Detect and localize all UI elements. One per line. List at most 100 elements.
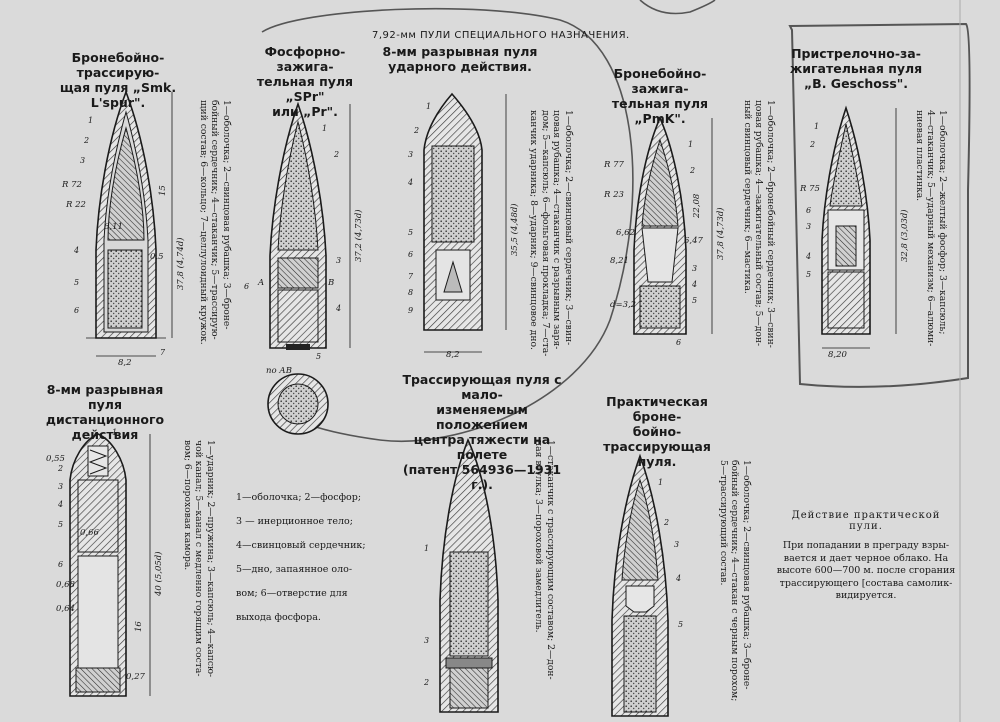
callout-3: 3: [424, 636, 430, 645]
callout-6: 6: [806, 206, 812, 215]
callout-2: 2: [84, 136, 90, 145]
legend-smk-lspur: 1—оболочка; 2—свинцовая рубашка; 3—броне…: [198, 100, 232, 345]
callout-2: 2: [424, 678, 430, 687]
callout-1: 1: [112, 428, 118, 437]
callout-2: 2: [58, 464, 64, 473]
dim-length: 37,8 (4,73d): [716, 207, 726, 260]
note-title: Действие практической пули.: [791, 510, 941, 532]
dim-e: 0,55: [46, 454, 65, 464]
callout-1: 1: [322, 124, 328, 133]
dim-length: 37,2 (4,73d): [354, 209, 364, 262]
bullet-distance-explosive: [69, 433, 151, 697]
dim-diameter: 8,2: [446, 350, 460, 360]
legend-tracer-patent: 1—стаканчик с трассирующим составом; 2—д…: [533, 440, 557, 680]
callout-4: 4: [58, 500, 64, 509]
callout-3: 3: [674, 540, 680, 549]
callout-6: 6: [58, 560, 64, 569]
dim-section: по АВ: [266, 366, 292, 376]
callout-3: 3: [80, 156, 86, 165]
title-b-geschoss: Пристрелочно-за- жигательная пуля „B. Ge…: [789, 46, 923, 91]
callout-4: 4: [74, 246, 80, 255]
pencil-curve: [261, 7, 634, 442]
dim-length: 40 (5,05d): [154, 551, 164, 596]
bullet-smk-lspur: [86, 89, 173, 357]
bullet-tracer-patent: [439, 437, 499, 713]
callout-1: 1: [424, 544, 430, 553]
title-pmk: Бронебойно-зажига- тельная пуля „PmK".: [611, 66, 709, 126]
title-smk-lspur: Бронебойно-трассирую- щая пуля „Smk. L's…: [59, 50, 177, 110]
legend-practical-ap-tracer: 1—оболочка; 2—свинцовая рубашка; 3—броне…: [718, 460, 752, 702]
dim-b: 6,11: [104, 222, 123, 232]
callout-4: 4: [676, 574, 682, 583]
bullet-impact-explosive: [423, 92, 507, 353]
callout-5: 5: [806, 270, 812, 279]
note-body: При попадании в преграду взры- вается и …: [776, 540, 956, 601]
callout-9: 9: [408, 306, 414, 315]
dim-length: 32,8 (3,03d): [900, 209, 910, 262]
callout-3: 3: [692, 264, 698, 273]
callout-7: 7: [160, 348, 166, 357]
callout-6: 6: [244, 282, 250, 291]
legend-impact-explosive: 1—оболочка; 2—свинцовый сердечник; 3—сви…: [528, 110, 575, 357]
dim-b: 6,47: [684, 236, 703, 246]
dim-b: B: [328, 278, 335, 288]
bullet-practical-ap-tracer: [611, 453, 669, 717]
legend-pmk: 1—оболочка; 2—бронебойный сердечник; 3—с…: [742, 100, 776, 348]
pencil-frame: [788, 22, 971, 388]
legend-b-geschoss: 1—оболочка; 2—желтый фосфор; 3—капсюль; …: [914, 110, 948, 347]
title-tracer-patent: Трассирующая пуля с малo- изменяемым пол…: [402, 372, 562, 492]
callout-5: 5: [678, 620, 684, 629]
callout-2: 2: [664, 518, 670, 527]
dim-d: 8,21: [610, 256, 629, 266]
callout-1: 1: [658, 478, 664, 487]
dim-c: 0,5: [150, 252, 164, 262]
callout-1: 1: [688, 140, 694, 149]
dim-a: 22,08: [692, 193, 702, 218]
bullet-pmk: [633, 116, 713, 335]
dim-length: 35,5 (4,48d): [510, 203, 520, 256]
callout-4: 4: [336, 304, 342, 313]
dim-diameter: 8,20: [828, 350, 847, 360]
dim-r1: R 77: [604, 160, 624, 170]
callout-3: 3: [408, 150, 414, 159]
dim-e: d=3,2: [610, 300, 637, 310]
callout-7: 7: [408, 272, 414, 281]
dim-a: 16: [134, 621, 144, 632]
dim-a: 15: [158, 185, 168, 196]
dim-length: 37,8 (4,74d): [176, 237, 186, 290]
callout-2: 2: [334, 150, 340, 159]
dim-r1: R 75: [800, 184, 820, 194]
callout-4: 4: [806, 252, 812, 261]
callout-2: 2: [810, 140, 816, 149]
callout-5: 5: [692, 296, 698, 305]
title-distance-explosive: 8-мм разрывная пуля дистанционного дейст…: [45, 382, 165, 442]
callout-6: 6: [74, 306, 80, 315]
callout-1: 1: [814, 122, 820, 131]
callout-6: 6: [676, 338, 682, 347]
dim-r1: R 72: [62, 180, 82, 190]
callout-1: 1: [88, 116, 94, 125]
title-spr: Фосфорно-зажига- тельная пуля „SPr" или …: [256, 44, 354, 119]
bullet-b-geschoss: [821, 105, 897, 349]
dim-r2: R 22: [66, 200, 86, 210]
dim-a: A: [258, 278, 265, 288]
callout-5: 5: [58, 520, 64, 529]
dim-b: 0,27: [126, 672, 145, 682]
title-practical-ap-tracer: Практическая броне- бойно-трассирующая п…: [603, 394, 711, 469]
dim-d: 0,64: [56, 604, 75, 614]
callout-5: 5: [316, 352, 322, 361]
callout-5: 5: [408, 228, 414, 237]
callout-4: 4: [408, 178, 414, 187]
sheet-title: 7,92-мм ПУЛИ СПЕЦИАЛЬНОГО НАЗНАЧЕНИЯ.: [372, 30, 630, 41]
dim-f: 0,66: [80, 528, 99, 538]
pencil-mark-top: [639, 0, 716, 15]
dim-c: 0,68: [56, 580, 75, 590]
callout-3: 3: [806, 222, 812, 231]
callout-2: 2: [690, 166, 696, 175]
legend-distance-explosive: 1—ударник; 2—пружина; 3—капсюль; 4—капсю…: [182, 440, 216, 678]
callout-6: 6: [408, 250, 414, 259]
title-impact-explosive: 8-мм разрывная пуля ударного действия.: [382, 44, 538, 74]
callout-3: 3: [58, 482, 64, 491]
